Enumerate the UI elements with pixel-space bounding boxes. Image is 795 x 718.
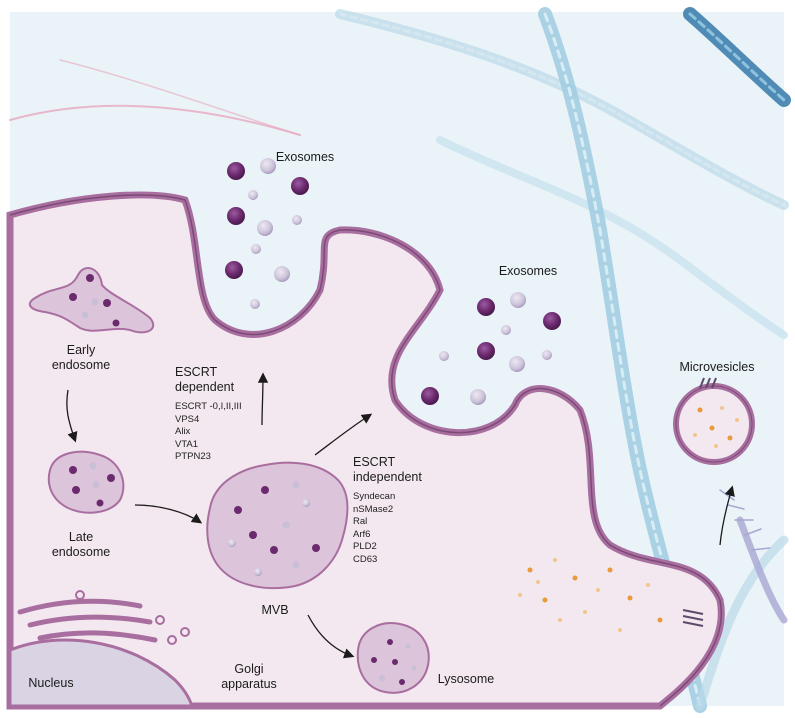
escrt-dependent-title: ESCRT dependent [175,365,235,394]
arrow-mvb-to-lysosome [307,614,355,659]
label-lysosome: Lysosome [437,672,495,686]
exosome [292,215,302,225]
label-late-line2: endosome [51,545,111,559]
label-early-line2: endosome [51,358,111,372]
pathway-arrows [66,372,735,659]
list-item: Syndecan [353,491,396,502]
escrt-independent-block: ESCRT independent Syndecan nSMase2 Ral A… [353,455,422,566]
label-exosomes-right: Exosomes [498,264,558,278]
exosomes-right-cluster [421,292,561,405]
exosome [227,162,245,180]
label-microvesicles: Microvesicles [679,360,755,374]
exosome [274,266,290,282]
arrow-late-to-mvb [134,504,203,524]
exosome [250,299,260,309]
cell [6,191,725,710]
lysosome [356,622,430,694]
exosomes-top-cluster [225,158,309,309]
exosome [257,220,273,236]
label-early-line1: Early [66,343,96,357]
exosome [291,177,309,195]
microvesicle [673,377,755,465]
label-mvb: MVB [261,603,289,617]
arrow-mvb-to-exosomes-top [257,372,269,426]
arrow-mvb-to-exosomes-right [314,413,373,456]
escrt-dependent-list: ESCRT -0,I,II,III VPS4 Alix VTA1 PTPN23 [175,401,242,464]
exosome [227,207,245,225]
list-item: nSMase2 [353,503,394,515]
label-exosomes-top: Exosomes [275,150,335,164]
arrow-early-to-late [66,389,78,443]
list-item: PTPN23 [175,451,211,462]
label-late-line1: Late [68,530,94,544]
label-golgi-line1: Golgi [234,662,264,676]
label-nucleus: Nucleus [28,676,74,690]
list-item: ESCRT -0,I,II,III [175,401,242,412]
escrt-dependent-block: ESCRT dependent ESCRT -0,I,II,III VPS4 A… [175,365,242,464]
label-early-endosome: Early endosome [45,343,117,373]
label-golgi: Golgi apparatus [213,662,285,692]
mvb [206,461,349,590]
escrt-independent-list: Syndecan nSMase2 Ral Arf6 PLD2 CD63 [353,491,422,566]
cargo-dots [518,558,704,632]
list-item: VTA1 [175,438,199,450]
early-endosome [28,266,155,334]
golgi-apparatus [17,590,190,645]
list-item: CD63 [353,553,378,565]
exosome [248,190,258,200]
list-item: Alix [175,426,191,437]
exosome [260,158,276,174]
exosome [251,244,261,254]
list-item: PLD2 [353,541,377,552]
list-item: Arf6 [353,528,371,540]
escrt-independent-title: ESCRT independent [353,455,422,484]
list-item: Ral [353,516,368,527]
label-late-endosome: Late endosome [45,530,117,560]
late-endosome [47,450,125,514]
label-golgi-line2: apparatus [221,677,277,691]
exosome [225,261,243,279]
arrow-to-microvesicles [719,485,735,546]
list-item: VPS4 [175,413,200,425]
nucleus [8,638,195,708]
